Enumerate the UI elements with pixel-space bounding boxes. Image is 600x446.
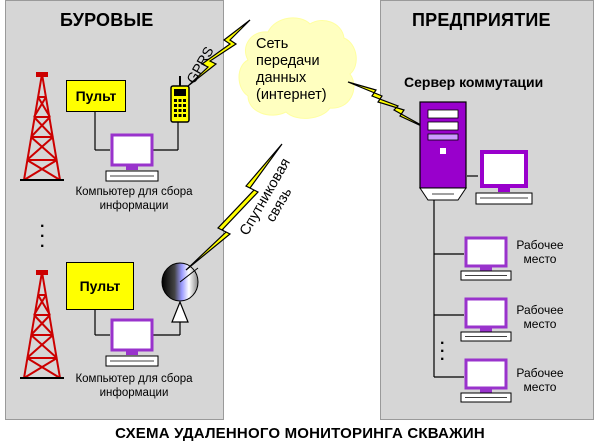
drilling-rig-icon <box>20 72 64 181</box>
computer-label: Компьютер для сбора информации <box>75 186 193 212</box>
workstation-label: Рабочее место <box>516 366 564 394</box>
workstation-ellipsis: ··· <box>440 335 446 368</box>
computer-label: Компьютер для сбора информации <box>75 373 193 399</box>
drilling-panel-title: БУРОВЫЕ <box>60 10 154 30</box>
workstation-icon <box>460 358 512 403</box>
network-cloud-shape <box>238 17 357 119</box>
computer-icon <box>105 318 159 367</box>
network-cloud-label: Сеть передачи данных (интернет) <box>256 36 327 103</box>
rig-ellipsis: ··· <box>40 218 46 255</box>
workstation-label: Рабочее место <box>516 303 564 331</box>
server-tower-icon <box>419 101 467 201</box>
control-panel-box: Пульт <box>66 262 134 310</box>
server-monitor-icon <box>475 150 533 205</box>
control-panel-box: Пульт <box>66 80 126 112</box>
lightning-bolt-satellite <box>185 143 283 271</box>
diagram-caption: СХЕМА УДАЛЕННОГО МОНИТОРИНГА СКВАЖИН <box>115 425 485 442</box>
workstation-icon <box>460 297 512 342</box>
server-label: Сервер коммутации <box>404 74 544 90</box>
enterprise-panel <box>380 0 594 420</box>
gprs-modem-icon <box>170 76 190 123</box>
satellite-dish-icon <box>161 262 199 323</box>
drilling-rig-icon <box>20 270 64 379</box>
computer-icon <box>105 133 159 182</box>
lightning-bolt-gprs <box>187 19 251 87</box>
workstation-icon <box>460 236 512 281</box>
workstation-label: Рабочее место <box>516 238 564 266</box>
enterprise-panel-title: ПРЕДПРИЯТИЕ <box>412 10 551 30</box>
